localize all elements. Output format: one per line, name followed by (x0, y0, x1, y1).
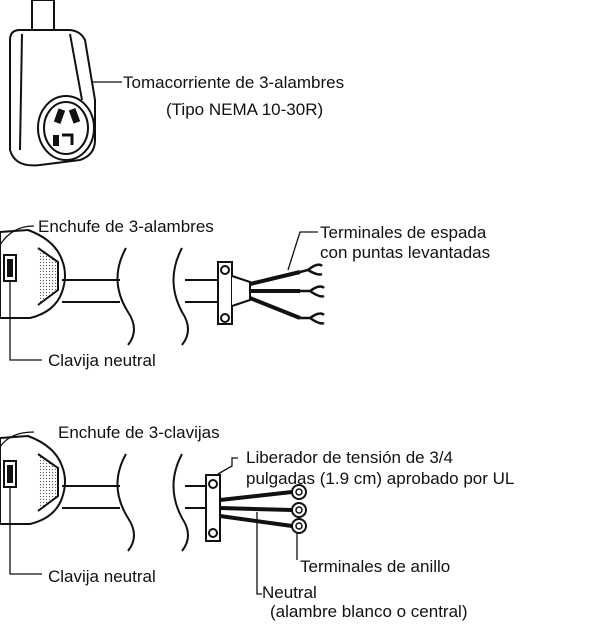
receptacle-illustration (9, 0, 96, 167)
label-neutral-wire-line2: (alambre blanco o central) (270, 602, 467, 621)
label-plug-3wire: Enchufe de 3-alambres (38, 217, 214, 236)
leader-plug-3prong (0, 431, 35, 448)
leader-neutral-blade-2 (9, 487, 42, 575)
label-neutral-wire-line1: Neutral (262, 583, 317, 602)
leader-plug-3wire (0, 225, 35, 246)
leader-strain-relief (217, 457, 238, 475)
label-neutral-blade-1: Clavija neutral (48, 351, 156, 370)
label-receptacle-line1: Tomacorriente de 3-alambres (123, 73, 344, 92)
label-plug-3prong: Enchufe de 3-clavijas (58, 423, 220, 442)
plug-3wire-illustration (0, 228, 325, 346)
label-neutral-blade-2: Clavija neutral (48, 567, 156, 586)
leader-spade-terminals (287, 231, 318, 271)
label-receptacle-line2: (Tipo NEMA 10-30R) (166, 100, 323, 119)
label-strain-line2: pulgadas (1.9 cm) aprobado por UL (246, 469, 514, 488)
leader-neutral-blade-1 (9, 281, 42, 361)
leader-neutral-wire (256, 512, 262, 595)
label-spade-line2: con puntas levantadas (320, 243, 490, 262)
label-ring-terminals: Terminales de anillo (300, 557, 450, 576)
label-spade-line1: Terminales de espada (320, 223, 487, 242)
label-strain-line1: Liberador de tensión de 3/4 (246, 448, 453, 467)
plug-3prong-illustration (0, 434, 307, 552)
